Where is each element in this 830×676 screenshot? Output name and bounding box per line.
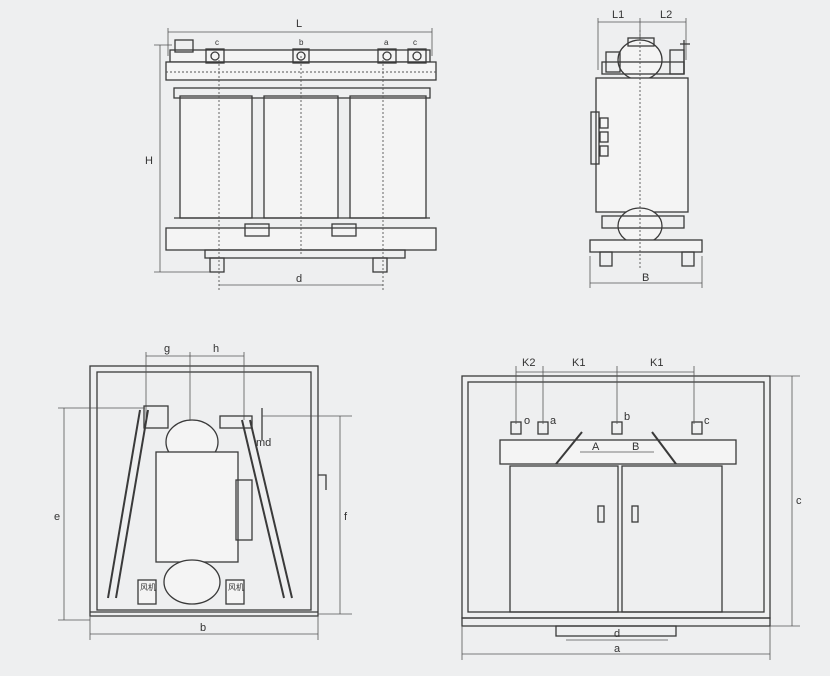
terminal-c-front: c (704, 415, 710, 427)
dim-B: B (642, 272, 649, 284)
tap-links (590, 111, 609, 165)
terminal-b-front: b (624, 411, 630, 423)
terminal-b: b (299, 38, 304, 47)
dim-h: h (213, 343, 219, 355)
terminal-c-right: c (413, 38, 417, 47)
dim-K1-right: K1 (650, 357, 663, 369)
dim-A: A (592, 441, 600, 453)
fan-left-label: 风机 (140, 582, 156, 592)
terminal-a: a (384, 38, 389, 47)
terminal-c-left: c (215, 38, 219, 47)
dim-d: d (296, 273, 302, 285)
enclosure-side-view: g h md 风机 风机 e f (54, 343, 352, 640)
dim-H: H (145, 155, 153, 167)
dim-c: c (796, 495, 802, 507)
dim-b: b (200, 622, 206, 634)
dim-a-front: a (614, 643, 621, 655)
terminal-o: o (524, 415, 530, 427)
enclosure-front-view: o a b c K2 K1 K1 A B c d a (461, 357, 802, 660)
dim-K2: K2 (522, 357, 535, 369)
side-view: L1 L2 B (589, 9, 703, 288)
dim-L1: L1 (612, 9, 624, 21)
dim-md: md (256, 437, 271, 449)
dim-g: g (164, 343, 170, 355)
dim-f: f (344, 511, 348, 523)
dim-d-front: d (614, 628, 620, 640)
dim-e: e (54, 511, 60, 523)
dim-B-front: B (632, 441, 639, 453)
dim-L: L (296, 18, 302, 30)
dim-L2: L2 (660, 9, 672, 21)
fan-right-label: 风机 (228, 582, 244, 592)
dim-K1-left: K1 (572, 357, 585, 369)
terminal-a-front: a (550, 415, 557, 427)
front-view: L c b a c (145, 18, 437, 290)
